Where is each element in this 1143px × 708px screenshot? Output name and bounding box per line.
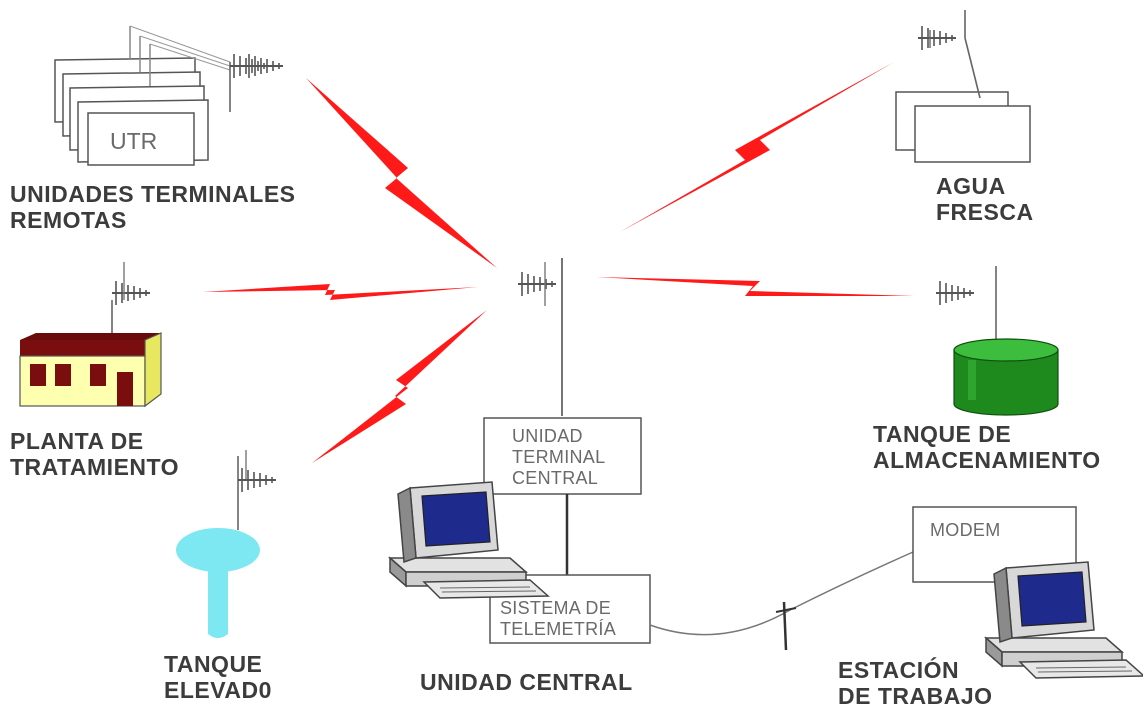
telemetry-text-line2: TELEMETRÍA xyxy=(500,619,617,639)
elevado-label-line2: ELEVAD0 xyxy=(164,677,272,703)
radio-link-agua-fresca xyxy=(620,62,894,232)
utr-label-line2: REMOTAS xyxy=(10,207,127,233)
utr-unit-stack xyxy=(54,25,284,166)
rtu-text-line3: CENTRAL xyxy=(512,468,599,488)
radio-link-almacenamiento xyxy=(596,277,914,296)
rtu-text-line1: UNIDAD xyxy=(512,426,583,446)
central-unit xyxy=(389,258,651,644)
utr-label-line1: UNIDADES TERMINALES xyxy=(10,181,296,207)
rtu-text-line2: TERMINAL xyxy=(512,447,606,467)
elevado-label-line1: TANQUE xyxy=(164,651,263,677)
workstation-computer xyxy=(985,561,1143,679)
treatment-plant-building xyxy=(19,262,162,408)
phone-line xyxy=(649,551,914,651)
planta-label-line1: PLANTA DE xyxy=(10,428,144,454)
central-unit-label: UNIDAD CENTRAL xyxy=(420,669,633,695)
almacen-label-line1: TANQUE DE xyxy=(873,421,1012,447)
radio-link-elevado xyxy=(312,310,487,463)
modem-text: MODEM xyxy=(930,520,1001,540)
planta-label-line2: TRATAMIENTO xyxy=(10,454,180,480)
storage-tank xyxy=(935,266,1059,416)
telemetry-text-line1: SISTEMA DE xyxy=(500,598,612,618)
elevated-tank xyxy=(176,450,277,638)
workstation xyxy=(912,506,1143,679)
utr-box-text: UTR xyxy=(110,128,158,154)
almacen-label-line2: ALMACENAMIENTO xyxy=(873,447,1101,473)
radio-link-planta xyxy=(203,284,478,300)
agua-fresca-unit xyxy=(895,10,1031,163)
agua-label-line1: AGUA xyxy=(936,173,1006,199)
agua-label-line2: FRESCA xyxy=(936,199,1034,225)
workstation-label-line1: ESTACIÓN xyxy=(838,657,960,683)
radio-links xyxy=(203,62,914,463)
radio-link-utr xyxy=(306,78,497,268)
central-computer xyxy=(389,481,549,599)
central-rtu-box xyxy=(483,417,642,495)
workstation-label-line2: DE TRABAJO xyxy=(838,683,993,708)
